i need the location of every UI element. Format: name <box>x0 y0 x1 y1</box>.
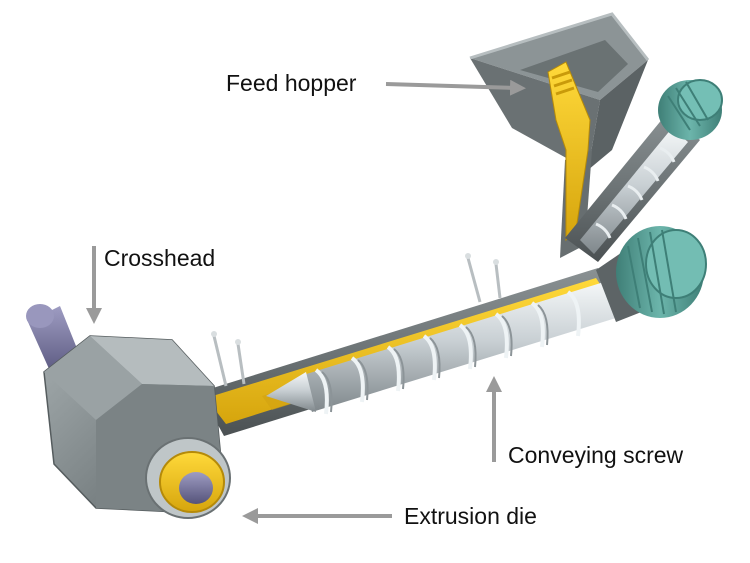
upper-drive-motor <box>658 79 723 140</box>
crosshead <box>26 304 231 519</box>
extrusion-die-label: Extrusion die <box>404 503 537 529</box>
feed-hopper-label: Feed hopper <box>226 70 357 96</box>
arrow-icon <box>385 79 526 96</box>
label-crosshead: Crosshead <box>86 245 215 324</box>
conveying-screw-label: Conveying screw <box>508 442 684 468</box>
label-extrusion-die: Extrusion die <box>242 503 537 529</box>
label-feed-hopper: Feed hopper <box>226 70 526 96</box>
extrusion-die <box>145 437 231 519</box>
sensor-probes <box>212 257 502 387</box>
crosshead-label: Crosshead <box>104 245 215 271</box>
label-conveying-screw: Conveying screw <box>486 376 684 468</box>
inclined-feed-screw <box>565 79 723 262</box>
conveying-screw <box>266 282 616 415</box>
feed-hopper <box>469 12 650 258</box>
main-drive-motor <box>596 226 707 322</box>
